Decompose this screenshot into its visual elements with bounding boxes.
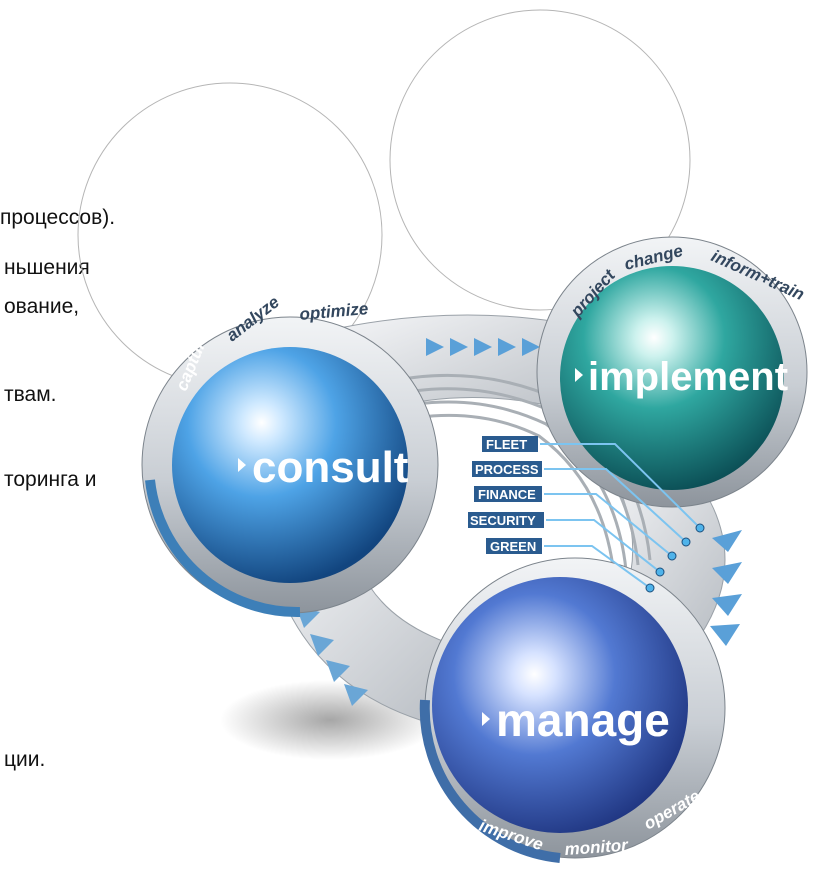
sphere-consult[interactable] [172, 347, 408, 583]
outline-circle-right [389, 9, 691, 311]
text-fragment-3: ование, [4, 295, 80, 318]
accent-arc-manage [419, 699, 561, 863]
text-fragment-4: твам. [4, 383, 57, 406]
category-list: FLEET PROCESS FINANCE SECURITY GREEN [468, 436, 705, 593]
category-security: SECURITY [470, 513, 536, 528]
arrows-right [710, 530, 742, 646]
arrows-top [426, 338, 540, 356]
manage-label: manage [496, 694, 670, 746]
sphere-implement[interactable] [560, 266, 784, 490]
consult-ring-optimize: optimize [299, 299, 369, 324]
category-finance: FINANCE [478, 487, 536, 502]
text-fragment-6: ции. [4, 748, 46, 771]
accent-arc-consult [145, 479, 301, 618]
sphere-manage[interactable] [432, 577, 688, 833]
implement-arrow-icon [575, 368, 583, 382]
text-fragment-1: процессов). [0, 206, 116, 229]
implement-label: implement [588, 355, 788, 399]
consult-label: consult [252, 443, 409, 492]
category-process: PROCESS [475, 462, 539, 477]
manage-arrow-icon [482, 712, 490, 726]
text-fragment-5: торинга и [4, 468, 97, 491]
category-green: GREEN [490, 539, 536, 554]
manage-ring-monitor: monitor [564, 836, 630, 859]
category-fleet: FLEET [486, 437, 527, 452]
consult-arrow-icon [238, 458, 246, 472]
text-fragment-2: ньшения [4, 256, 90, 279]
